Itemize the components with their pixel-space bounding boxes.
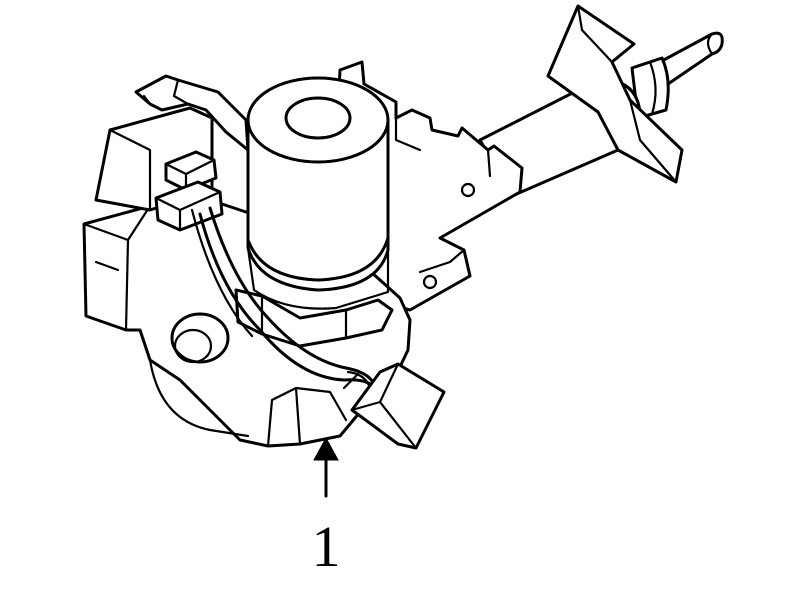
wire-clip-bracket <box>94 74 250 212</box>
callout-arrowhead <box>313 436 339 461</box>
connector <box>154 150 224 232</box>
lower-connector <box>350 362 446 450</box>
motor-flange <box>234 288 394 348</box>
assist-motor <box>246 76 390 310</box>
wire-harness <box>190 206 378 406</box>
upper-mount-bracket <box>546 4 684 184</box>
callout-1: 1 <box>312 436 341 579</box>
callout-number: 1 <box>312 514 341 579</box>
